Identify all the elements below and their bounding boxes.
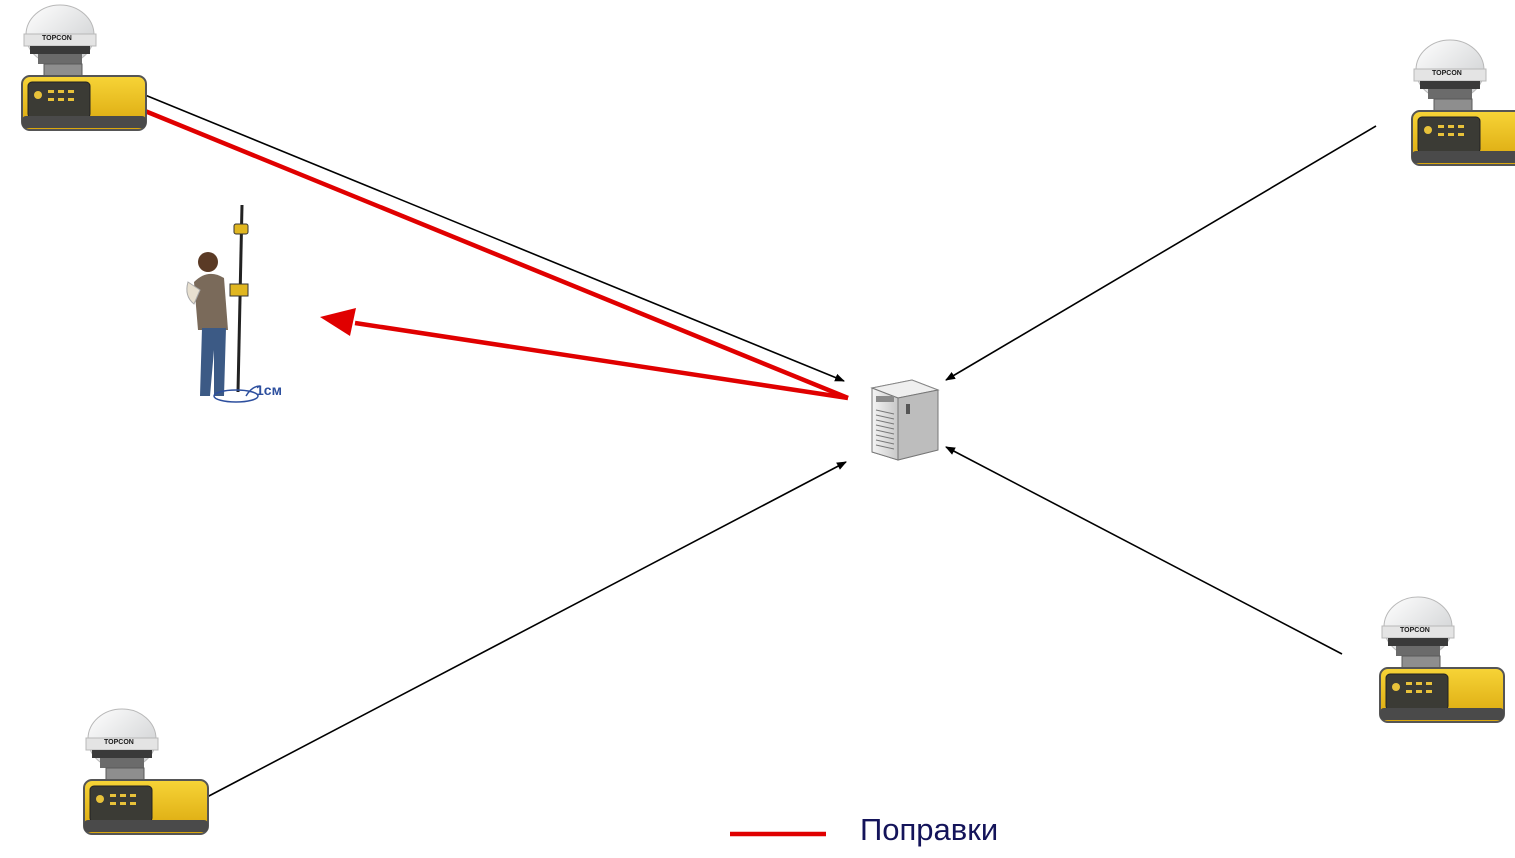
legend-label: Поправки <box>860 812 999 847</box>
correction-arrowhead <box>320 308 356 336</box>
brand-label: TOPCON <box>1400 627 1430 634</box>
base-station-bottom-right: TOPCON <box>1379 596 1505 723</box>
base-station-top-left: TOPCON <box>21 4 147 131</box>
link-top-left-to-server <box>144 94 845 382</box>
base-station-bottom-left: TOPCON <box>83 708 209 835</box>
server-icon <box>870 379 940 461</box>
brand-label: TOPCON <box>104 739 134 746</box>
brand-label: TOPCON <box>42 35 72 42</box>
link-bottom-right-to-server <box>945 446 1343 655</box>
link-bottom-left-to-server <box>206 461 847 798</box>
correction-server-to-rover <box>354 320 849 401</box>
base-station-top-right: TOPCON <box>1411 39 1515 166</box>
brand-label: TOPCON <box>1432 70 1462 77</box>
accuracy-label: 1см <box>256 382 282 398</box>
correction-top-left-to-server <box>144 108 849 401</box>
rover-surveyor: 1см <box>186 204 282 403</box>
link-top-right-to-server <box>945 125 1377 381</box>
